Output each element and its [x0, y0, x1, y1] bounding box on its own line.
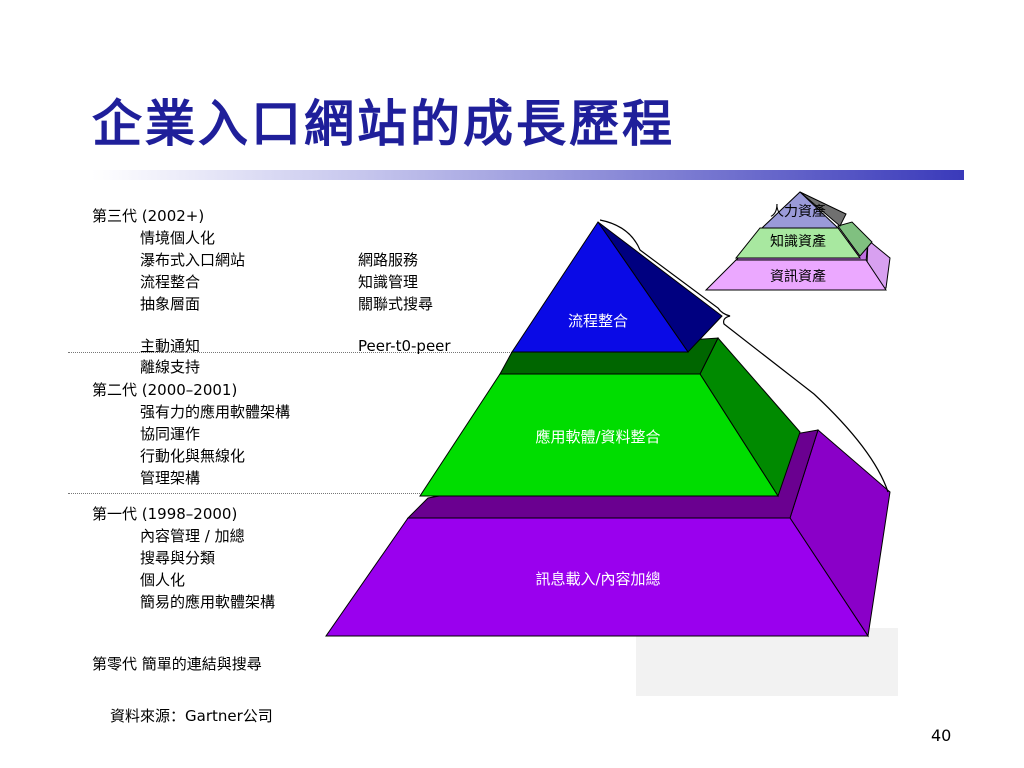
- gen2-item: 强有力的應用軟體架構: [140, 403, 291, 421]
- middle-tier-front: [419, 373, 779, 497]
- page-number: 40: [931, 726, 952, 745]
- gen3-item-right: 網路服務: [358, 251, 419, 269]
- gen3-item: 情境個人化: [140, 229, 216, 247]
- gen0-heading: 第零代 簡單的連結與搜尋: [92, 655, 262, 673]
- mini-middle-side: [837, 221, 873, 257]
- mini-bottom-label: 資訊資產: [770, 268, 826, 285]
- top-tier-label: 流程整合: [568, 312, 628, 330]
- gen1-heading: 第一代 (1998–2000): [92, 505, 238, 523]
- gen1-item: 簡易的應用軟體架構: [140, 593, 276, 611]
- gen1-item: 內容管理 / 加總: [140, 527, 245, 545]
- mini-middle-label: 知識資產: [770, 233, 826, 250]
- gen-divider-line: [68, 493, 420, 494]
- slide-title: 企業入口網站的成長歷程: [92, 94, 675, 153]
- mini-top-side: [799, 191, 847, 227]
- bottom-tier-label: 訊息載入/內容加總: [535, 570, 660, 588]
- gen3-item: 瀑布式入口網站: [140, 251, 246, 269]
- middle-tier-label: 應用軟體/資料整合: [535, 428, 660, 446]
- generation-bracket: [599, 219, 889, 493]
- gen-divider-line: [68, 352, 518, 353]
- gen1-item: 個人化: [140, 571, 186, 589]
- top-tier-front: [511, 221, 689, 353]
- gen3-item-right: 知識管理: [358, 273, 419, 291]
- bottom-tier-front: [325, 517, 869, 637]
- gen3-item: 離線支持: [140, 358, 201, 376]
- source-note: 資料來源：Gartner公司: [110, 707, 273, 725]
- title-divider-bar: [92, 170, 964, 180]
- gen1-item: 搜尋與分類: [140, 549, 216, 567]
- gen3-item-right: Peer-t0-peer: [358, 337, 451, 355]
- gen3-item: 主動通知: [140, 337, 201, 355]
- gen2-item: 協同運作: [140, 425, 201, 443]
- gen3-heading: 第三代 (2002+): [92, 207, 205, 225]
- mini-top-label: 人力資產: [770, 203, 826, 220]
- gen3-item-right: 關聯式搜尋: [358, 295, 434, 313]
- gen2-heading: 第二代 (2000–2001): [92, 381, 238, 399]
- mini-bottom-front: [704, 259, 887, 291]
- gen3-item: 流程整合: [140, 273, 201, 291]
- gen3-item: 抽象層面: [140, 295, 201, 313]
- blank-panel: [636, 628, 898, 696]
- mini-top-front: [760, 191, 840, 229]
- gen2-item: 行動化與無線化: [140, 447, 246, 465]
- gen2-item: 管理架構: [140, 469, 201, 487]
